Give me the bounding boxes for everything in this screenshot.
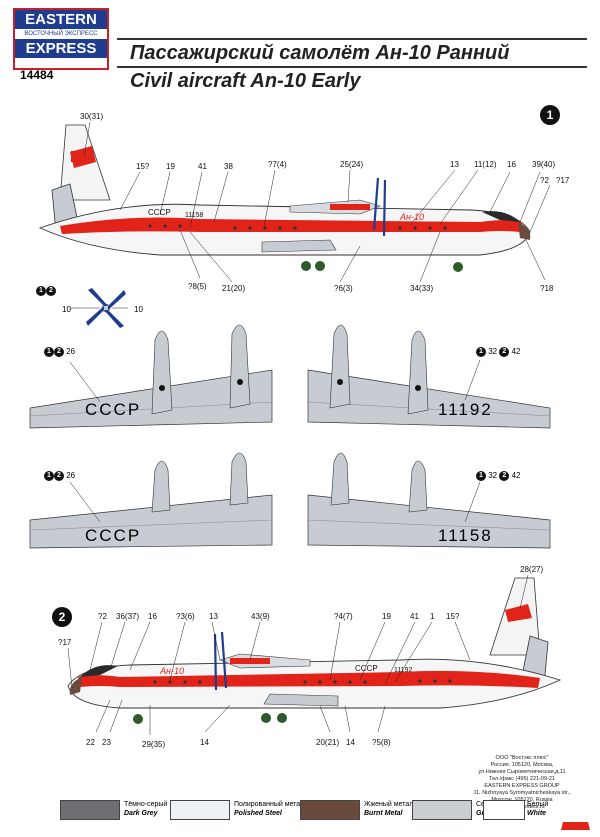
- swatch: [60, 800, 120, 820]
- callout: 14: [346, 738, 355, 747]
- callout: 21(20): [222, 284, 246, 293]
- wing-upper-left: [29, 324, 273, 429]
- callout: 41: [410, 612, 419, 621]
- callout: 1: [430, 612, 435, 621]
- callout: ?4(7): [334, 612, 353, 621]
- callout: ?18: [540, 284, 554, 293]
- aircraft-side-view-1: [38, 124, 531, 272]
- callout: 14: [200, 738, 209, 747]
- wing-4-text: 11158: [438, 526, 493, 545]
- fuselage-registration: CCCP: [148, 208, 171, 217]
- callout: 38: [224, 162, 233, 171]
- swatch: [412, 800, 472, 820]
- callout: 13: [450, 160, 459, 169]
- logo-line-express: EXPRESS: [15, 39, 107, 58]
- wing-3-text: CCCP: [85, 526, 142, 545]
- swatch: [300, 800, 360, 820]
- fuselage-number-2: 11192: [394, 667, 413, 674]
- callout: 29(35): [142, 740, 166, 749]
- callout: ?6(3): [334, 284, 353, 293]
- propeller-diagram: [70, 288, 128, 328]
- callout: 41: [198, 162, 207, 171]
- wing-lower-right: [307, 452, 551, 549]
- callout: ?3(6): [176, 612, 195, 621]
- prop-label-left: 10: [62, 305, 71, 314]
- callout: ?7(4): [268, 160, 287, 169]
- callout: 16: [507, 160, 516, 169]
- view-2-badge: 2: [52, 607, 72, 627]
- callout: 15?: [446, 612, 460, 621]
- wing-2-text: 11192: [438, 400, 493, 419]
- fuselage-script: Ан-10: [400, 212, 424, 222]
- callout: 11(12): [474, 160, 497, 169]
- callout: ?2: [98, 612, 107, 621]
- tank-logo-icon: [561, 822, 590, 830]
- callout: 13: [209, 612, 218, 621]
- callout: 39(40): [532, 160, 556, 169]
- wing-2-ref: 1 32 2 42: [476, 347, 521, 357]
- wing-lower-left: [29, 452, 273, 549]
- eastern-express-logo: EASTERN ВОСТОЧНЫЙ ЭКСПРЕСС EXPRESS: [13, 8, 109, 70]
- title-english: Civil aircraft An-10 Early: [130, 70, 361, 92]
- view-1-badge: 1: [540, 105, 560, 125]
- kit-code: 14484: [20, 68, 54, 82]
- callout: 23: [102, 738, 111, 747]
- callout: 36(37): [116, 612, 140, 621]
- callout: 22: [86, 738, 95, 747]
- swatch: [170, 800, 230, 820]
- callout: 20(21): [316, 738, 340, 747]
- callout: 19: [382, 612, 391, 621]
- callout: 43(9): [251, 612, 270, 621]
- title-rule-top: [117, 38, 587, 40]
- callout: 15?: [136, 162, 150, 171]
- callout: ?2: [540, 176, 549, 185]
- aircraft-side-view-2: [67, 577, 562, 724]
- title-rule-bottom: [117, 66, 587, 68]
- callout: 16: [148, 612, 157, 621]
- wing-upper-right: [307, 324, 551, 429]
- callout: 19: [166, 162, 175, 171]
- callout: 25(24): [340, 160, 364, 169]
- callout: 30(31): [80, 112, 104, 121]
- callout: ?17: [58, 638, 72, 647]
- title-russian: Пассажирский самолёт Ан-10 Ранний: [130, 42, 510, 64]
- logo-line-eastern: EASTERN: [15, 10, 107, 29]
- callout: 34(33): [410, 284, 434, 293]
- callout: 28(27): [520, 565, 544, 574]
- callout: ?5(8): [372, 738, 391, 747]
- logo-line-russian: ВОСТОЧНЫЙ ЭКСПРЕСС: [24, 31, 98, 37]
- fuselage-number: 11158: [185, 212, 204, 219]
- prop-label-right: 10: [134, 305, 143, 314]
- fuselage-script-2: Ан-10: [160, 666, 184, 676]
- wing-1-text: CCCP: [85, 400, 142, 419]
- callout: ?8(5): [188, 282, 207, 291]
- swatch: [483, 800, 525, 820]
- fuselage-registration-2: CCCP: [355, 664, 378, 673]
- wing-4-ref: 1 32 2 42: [476, 471, 521, 481]
- callout: ?17: [556, 176, 570, 185]
